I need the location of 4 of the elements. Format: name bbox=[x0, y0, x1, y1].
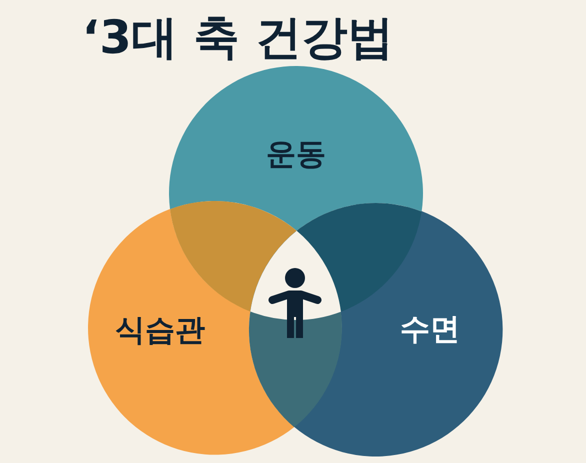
circle-label: 운동 bbox=[266, 138, 326, 172]
circle-label: 수면 bbox=[400, 312, 460, 348]
circle-label: 식습관 bbox=[114, 314, 205, 348]
title: ‘3대 축 건강법 bbox=[82, 10, 394, 66]
